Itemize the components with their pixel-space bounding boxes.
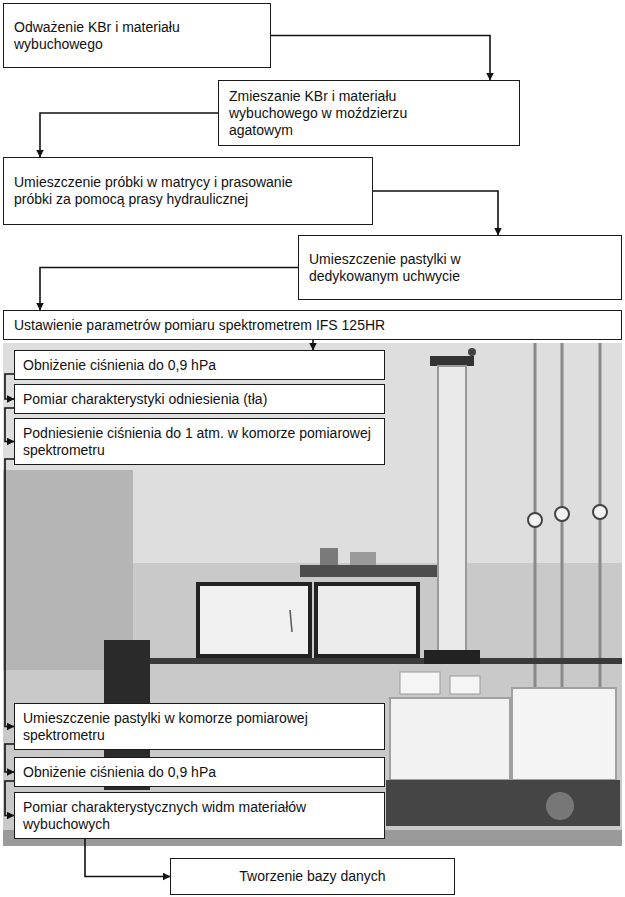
box-label: Obniżenie ciśnienia do 0,9 hPa [23,764,216,781]
box-content: Pomiar charakterystycznych widm materiał… [23,799,376,833]
flow-arrow [85,839,170,877]
monitor [316,584,418,656]
box-content: Umieszczenie próbki w matrycy i prasowan… [14,174,312,208]
glass-tube [438,366,466,652]
flow-arrow [5,408,14,442]
box-label: Tworzenie bazy danych [239,868,385,885]
process-box: Pomiar charakterystycznych widm materiał… [14,792,385,839]
process-box: Umieszczenie pastylki w dedykowanym uchw… [298,235,622,300]
flow-arrow [5,374,14,399]
box-content: Umieszczenie pastylki w komorze pomiarow… [23,710,376,744]
box-content: Pomiar charakterystyki odniesienia (tła) [23,391,267,408]
shelf [300,565,440,577]
box-label: Podniesienie ciśnienia do 1 atm. w komor… [23,425,376,459]
gauge [555,507,569,521]
flow-arrow [5,744,14,772]
tube-cap [430,356,474,366]
pump [546,792,574,820]
process-box: Odważenie KBr i materiału wybuchowego [3,3,271,68]
box-content: Tworzenie bazy danych [239,868,385,885]
box-label: Pomiar charakterystyki odniesienia (tła) [23,391,267,408]
box-label: Umieszczenie pastylki w komorze pomiarow… [23,710,376,744]
flow-arrow [40,268,298,311]
tube-valve [468,348,476,356]
shelf-item [350,552,376,565]
box-content: Podniesienie ciśnienia do 1 atm. w komor… [23,425,376,459]
spectrometer-body [512,688,616,780]
flow-arrow [271,36,490,81]
flow-arrow [5,459,14,727]
box-label: Odważenie KBr i materiału wybuchowego [14,19,192,53]
shelf-item [320,548,338,565]
process-box: Tworzenie bazy danych [170,858,455,895]
spectrometer-body [390,698,510,780]
gas-pipe [599,343,602,700]
box-content: Ustawienie parametrów pomiaru spektromet… [14,317,385,334]
box-label: Umieszczenie pastylki w dedykowanym uchw… [309,251,471,285]
bench-item [400,672,440,694]
box-content: Odważenie KBr i materiału wybuchowego [14,19,192,53]
table-top [120,658,622,664]
box-label: Umieszczenie próbki w matrycy i prasowan… [14,174,312,208]
process-box: Pomiar charakterystyki odniesienia (tła) [14,384,385,414]
monitor [198,584,310,656]
process-box: Zmieszanie KBr i materiału wybuchowego w… [218,80,520,146]
process-box: Umieszczenie próbki w matrycy i prasowan… [3,157,373,225]
box-content: Obniżenie ciśnienia do 0,9 hPa [23,764,216,781]
flow-arrow [312,340,314,350]
process-box: Podniesienie ciśnienia do 1 atm. w komor… [14,418,385,465]
flow-arrow [40,113,218,157]
bench-item [450,676,480,694]
box-label: Obniżenie ciśnienia do 0,9 hPa [23,357,216,374]
process-box: Ustawienie parametrów pomiaru spektromet… [3,310,622,340]
bench-frame [386,780,620,826]
box-label: Zmieszanie KBr i materiału wybuchowego w… [229,88,453,139]
gauge [593,505,607,519]
box-content: Zmieszanie KBr i materiału wybuchowego w… [229,88,453,139]
process-box: Umieszczenie pastylki w komorze pomiarow… [14,703,385,750]
flow-arrow [373,191,498,235]
photo-ground [3,343,622,846]
screen-detail [290,610,292,632]
gauge [528,513,542,527]
box-label: Pomiar charakterystycznych widm materiał… [23,799,376,833]
process-box: Obniżenie ciśnienia do 0,9 hPa [14,757,385,787]
box-content: Obniżenie ciśnienia do 0,9 hPa [23,357,216,374]
tube-base [424,650,480,664]
box-label: Ustawienie parametrów pomiaru spektromet… [14,317,385,334]
flow-arrow [5,781,14,816]
box-content: Umieszczenie pastylki w dedykowanym uchw… [309,251,471,285]
process-box: Obniżenie ciśnienia do 0,9 hPa [14,350,385,380]
